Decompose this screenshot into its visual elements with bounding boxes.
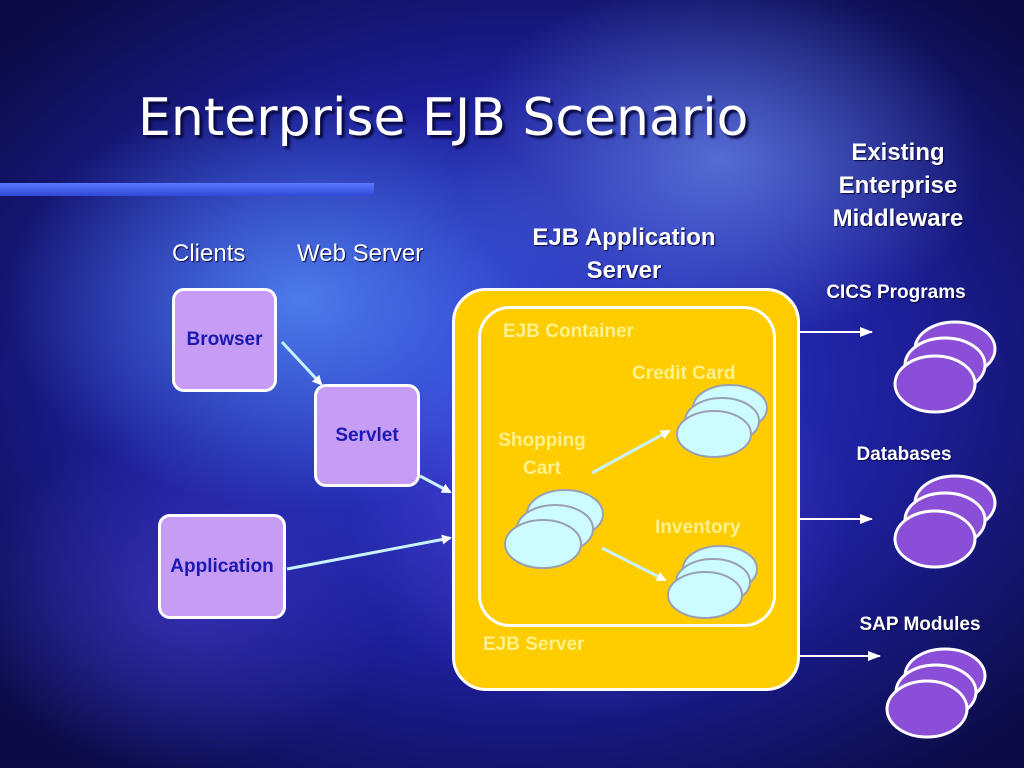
credit-card-label: Credit Card xyxy=(632,363,736,384)
slide-title: Enterprise EJB Scenario xyxy=(138,88,749,148)
clients-header: Clients xyxy=(172,240,246,267)
arrow-cart-to-creditcard xyxy=(591,429,671,475)
application-label: Application xyxy=(170,555,274,577)
credit-card-bean xyxy=(676,384,768,458)
arrow-cart-to-inventory xyxy=(601,546,667,582)
servlet-label: Servlet xyxy=(335,424,399,446)
sap-database-stack xyxy=(885,647,987,739)
shopping-cart-label-line1: Shopping xyxy=(498,430,586,451)
cics-programs-label: CICS Programs xyxy=(826,282,966,303)
shopping-cart-label-line2: Cart xyxy=(522,458,561,479)
databases-stack xyxy=(893,474,997,569)
cics-database-stack xyxy=(893,320,997,414)
ejb-container-label: EJB Container xyxy=(503,321,634,342)
middleware-header-line1: Existing xyxy=(851,139,945,166)
middleware-header-line2: Enterprise xyxy=(838,172,958,199)
browser-label: Browser xyxy=(186,329,263,350)
arrow-servlet-to-ejb xyxy=(419,474,452,494)
ejb-server-label: EJB Server xyxy=(483,634,585,655)
ejb-container-box xyxy=(478,306,776,627)
inventory-bean xyxy=(667,545,758,619)
web-server-header: Web Server xyxy=(297,240,424,267)
shopping-cart-bean xyxy=(504,489,604,569)
ejb-app-server-header-line1: EJB Application xyxy=(532,224,716,251)
title-underline xyxy=(0,183,374,196)
ejb-server-box xyxy=(452,288,800,691)
arrow-browser-to-servlet xyxy=(280,340,323,386)
inventory-label: Inventory xyxy=(655,517,741,538)
servlet-node: Servlet xyxy=(314,384,420,487)
databases-label: Databases xyxy=(856,444,952,465)
middleware-header-line3: Middleware xyxy=(832,205,964,232)
sap-modules-label: SAP Modules xyxy=(859,614,981,635)
browser-node: Browser xyxy=(172,288,277,392)
application-node: Application xyxy=(158,514,286,619)
ejb-app-server-header-line2: Server xyxy=(586,257,662,284)
arrow-application-to-ejb xyxy=(286,534,452,571)
